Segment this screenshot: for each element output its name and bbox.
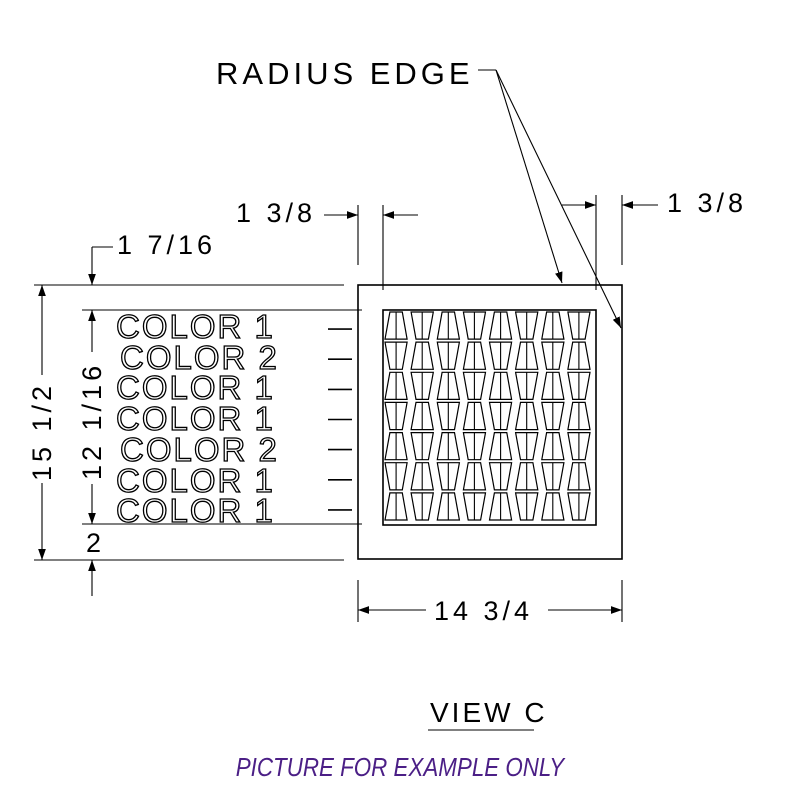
example-caption: PICTURE FOR EXAMPLE ONLY [235, 752, 565, 782]
top-offset-label: 1 7/16 [117, 230, 216, 260]
radius-edge-label: RADIUS EDGE [216, 56, 474, 91]
height-extension-lines [34, 284, 362, 561]
color-row-label: COLOR 1 [116, 308, 275, 345]
frame-outline [357, 284, 623, 560]
border-left-label: 1 3/8 [236, 198, 316, 228]
color-row-label: COLOR 1 [116, 462, 275, 499]
view-title: VIEW C [430, 697, 548, 728]
border-left-dimension [324, 205, 418, 290]
bottom-offset-label: 2 [86, 528, 105, 558]
color-rows: COLOR 1 COLOR 2 COLOR 1 COLOR 1 COLOR 2 … [115, 307, 352, 530]
overall-width-dimension [357, 580, 623, 622]
color-row-label: COLOR 2 [120, 339, 279, 376]
tile-field [382, 309, 597, 526]
border-right-dimension [562, 195, 658, 290]
overall-height-label: 15 1/2 [27, 382, 57, 481]
radius-edge-leader [478, 69, 622, 329]
color-row-label: COLOR 2 [120, 431, 279, 468]
color-row-label: COLOR 1 [116, 369, 275, 406]
overall-width-label: 14 3/4 [434, 596, 533, 626]
tile-field-border [382, 309, 597, 526]
color-row-label: COLOR 1 [116, 492, 275, 529]
top-offset-dimension [88, 246, 113, 285]
pattern-height-label: 12 1/16 [77, 362, 107, 480]
border-right-label: 1 3/8 [667, 188, 747, 218]
color-row-label: COLOR 1 [116, 400, 275, 437]
